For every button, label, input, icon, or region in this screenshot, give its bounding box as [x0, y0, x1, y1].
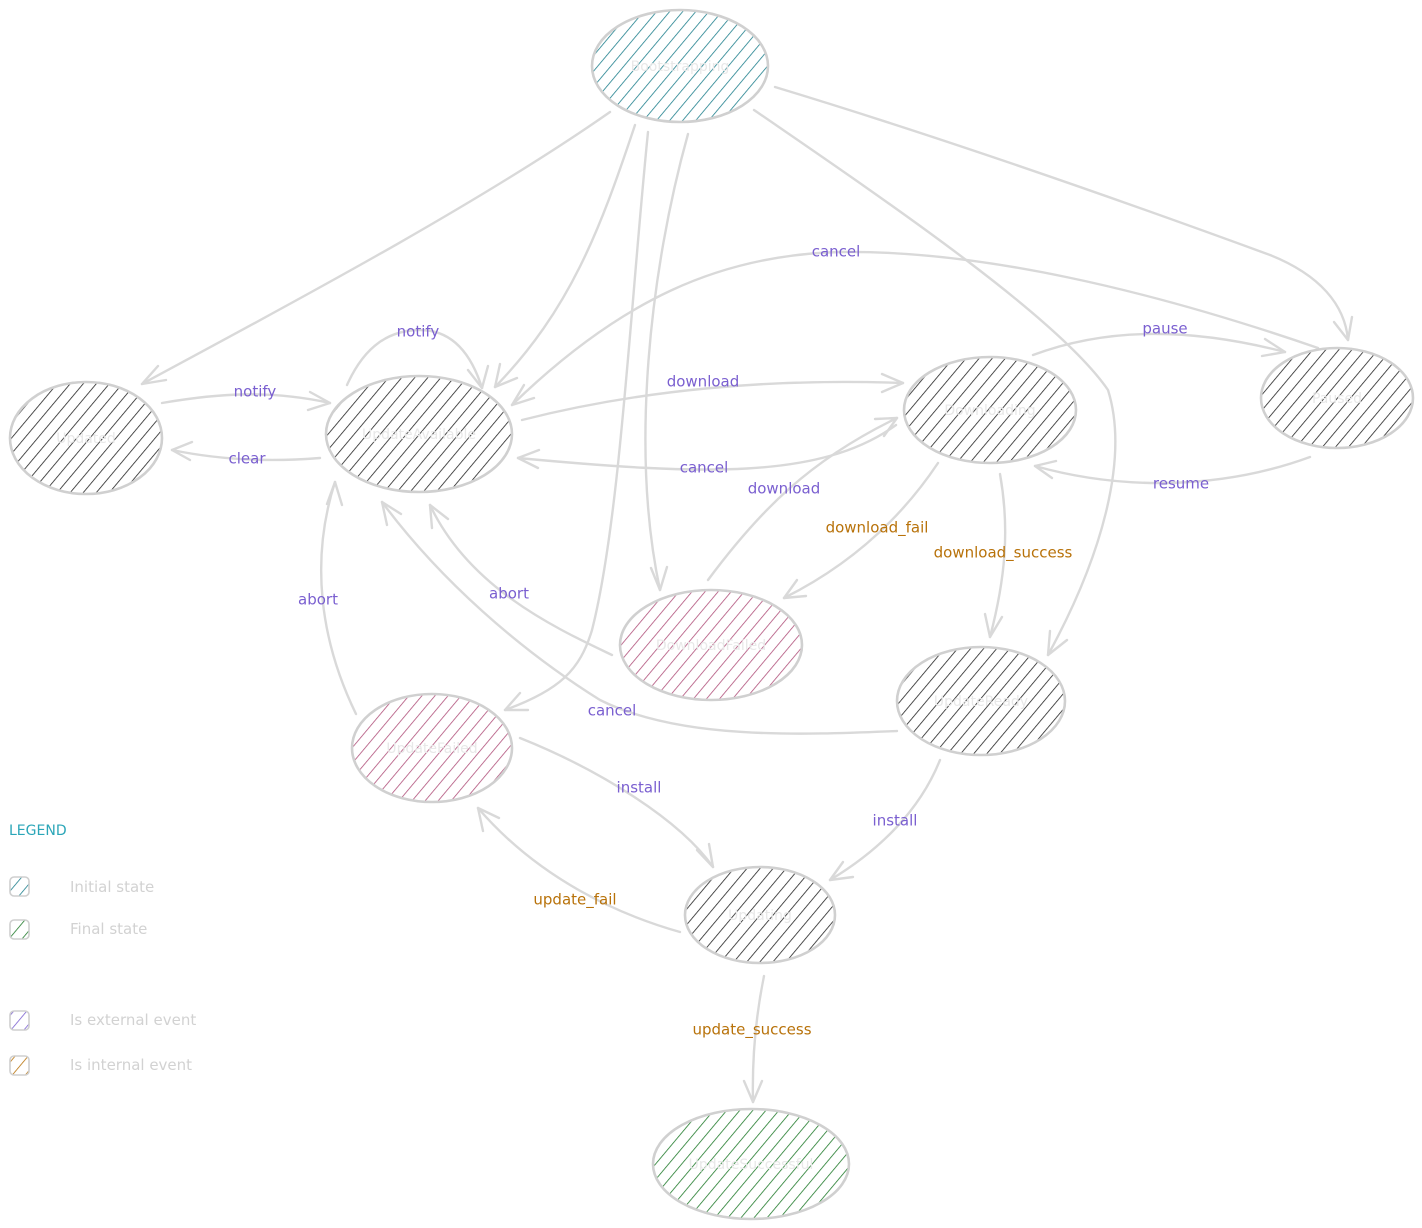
edge-updating-updatesuccessful [751, 974, 766, 1104]
label-cancel-ready: cancel [588, 702, 637, 720]
node-downloading-label: Downloading [944, 403, 1035, 419]
edge-bootstrapping-updateready [752, 108, 1117, 657]
edge-updatefailed-updating [518, 736, 715, 869]
label-download-fail: download_fail [826, 519, 929, 538]
edge-updated-updateavailable [160, 393, 332, 405]
edge-downloading-downloadfailed [782, 461, 940, 600]
node-update-ready: UpdateReady [895, 645, 1067, 757]
label-pause: pause [1142, 320, 1187, 338]
legend-label-initial-state: Initial state [70, 878, 154, 896]
label-resume: resume [1153, 475, 1209, 493]
edge-bootstrapping-updated [140, 110, 612, 386]
node-bootstrapping-label: Bootstrapping [631, 59, 730, 75]
node-update-available-label: UpdateAvailable [362, 427, 476, 443]
node-update-successful: UpdateSuccessful [651, 1107, 851, 1221]
label-download-ua: download [667, 373, 740, 391]
edge-labels: notify notify clear cancel download paus… [228, 243, 1209, 1040]
node-update-successful-label: UpdateSuccessful [689, 1157, 814, 1173]
edge-updateready-updateavailable [380, 500, 899, 735]
node-update-failed: UpdateFailed [350, 692, 514, 804]
edge-bootstrapping-updatefailed [503, 130, 650, 712]
node-update-failed-label: UpdateFailed [386, 741, 477, 757]
edge-updateavailable-self [345, 328, 484, 390]
legend-label-final-state: Final state [70, 920, 147, 938]
node-updated-label: Updated [56, 431, 116, 447]
label-clear: clear [228, 450, 266, 468]
node-updated: Updated [8, 380, 164, 496]
label-update-success: update_success [692, 1021, 811, 1040]
node-paused: Paused [1259, 346, 1415, 450]
edge-downloading-updateready [988, 472, 1007, 639]
edge-updateready-updating [828, 758, 942, 882]
label-cancel-paused: cancel [812, 243, 861, 261]
edge-paused-downloading [1033, 455, 1312, 485]
node-bootstrapping: Bootstrapping [590, 8, 770, 124]
legend-title: LEGEND [9, 823, 67, 839]
label-update-fail: update_fail [533, 891, 616, 910]
legend-label-internal-event: Is internal event [70, 1056, 192, 1074]
legend-item-initial-state: Initial state [9, 876, 154, 897]
label-install-uf: install [617, 779, 662, 797]
node-paused-label: Paused [1312, 391, 1362, 407]
edge-paused-updateavailable [510, 250, 1320, 407]
edge-updateavailable-downloading [520, 380, 905, 422]
legend-item-final-state: Final state [9, 919, 147, 940]
edge-downloading-updateavailable [516, 423, 898, 471]
edge-updatefailed-updateavailable [319, 480, 358, 716]
label-notify-self: notify [397, 323, 440, 341]
label-install-ready: install [873, 812, 918, 830]
edges [140, 85, 1354, 1104]
edge-downloadfailed-downloading [706, 416, 899, 582]
legend-item-internal-event: Is internal event [9, 1055, 192, 1076]
edge-bootstrapping-paused [773, 85, 1350, 342]
label-cancel-downloading: cancel [680, 459, 729, 477]
node-downloading: Downloading [902, 355, 1078, 465]
edge-downloading-paused [1031, 332, 1287, 357]
node-updating-label: Updating [728, 908, 792, 924]
label-abort-uf: abort [298, 591, 338, 609]
label-notify-updated: notify [234, 383, 277, 401]
node-download-failed-label: DownloadFailed [656, 638, 766, 654]
legend-label-external-event: Is external event [70, 1011, 196, 1029]
edge-updating-updatefailed [476, 806, 682, 934]
edge-downloadfailed-updateavailable [428, 503, 614, 657]
edge-updateavailable-updated [170, 448, 322, 462]
node-updating: Updating [683, 865, 837, 965]
node-update-ready-label: UpdateReady [934, 694, 1028, 710]
label-download-success: download_success [934, 544, 1073, 563]
label-download-df: download [748, 480, 821, 498]
edge-bootstrapping-downloadfailed [644, 132, 690, 592]
legend-item-external-event: Is external event [9, 1010, 196, 1031]
legend: LEGEND Initial state Final state Is exte… [9, 823, 196, 1076]
edge-bootstrapping-updateavailable [493, 123, 637, 389]
label-abort-df: abort [489, 585, 529, 603]
node-download-failed: DownloadFailed [618, 588, 804, 702]
node-update-available: UpdateAvailable [324, 374, 514, 494]
